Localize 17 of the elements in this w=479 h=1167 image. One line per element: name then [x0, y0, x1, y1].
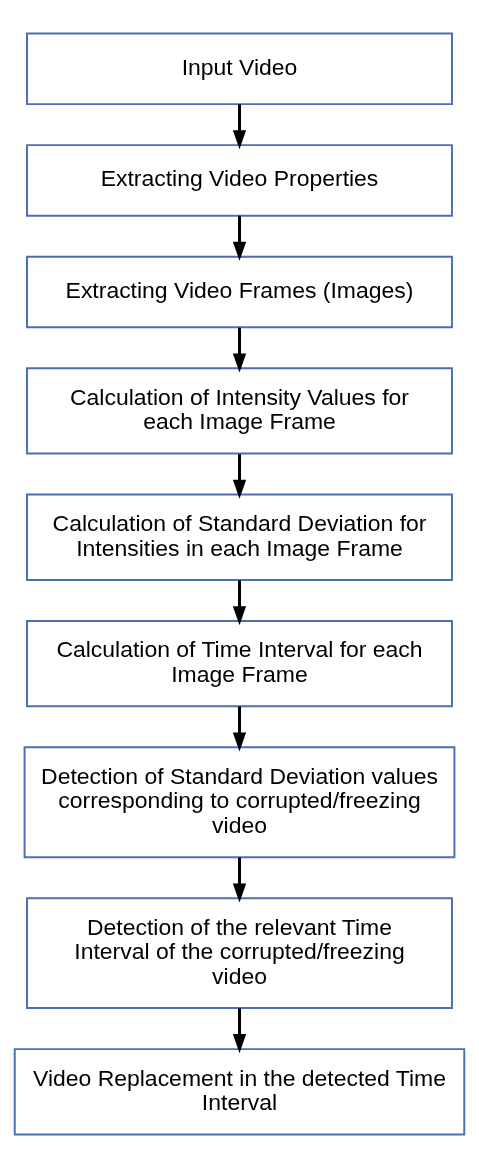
arrow	[232, 857, 247, 903]
arrow	[232, 103, 247, 149]
node-box: Calculation of Standard Deviation for Intensities in each Image Frame	[26, 493, 453, 581]
node-box: Input Video	[26, 32, 453, 105]
node-box: Detection of Standard Deviation values corresponding to corrupted/freezing video	[23, 745, 456, 858]
node-box: Calculation of Time Interval for each Image Frame	[26, 619, 453, 707]
node-box: Video Replacement in the detected Time Interval	[13, 1047, 466, 1135]
arrow	[232, 327, 247, 373]
node-box: Extracting Video Frames (Images)	[26, 255, 453, 328]
arrow	[232, 1007, 247, 1053]
node-box: Detection of the relevant Time Interval of the corrupted/freezing video	[26, 896, 453, 1009]
arrow	[232, 706, 247, 751]
node-box: Calculation of Intensity Values for each Image Frame	[26, 366, 453, 455]
arrow	[232, 453, 247, 499]
node-box: Extracting Video Properties	[26, 143, 453, 217]
arrow	[232, 215, 247, 261]
arrow	[232, 580, 247, 625]
